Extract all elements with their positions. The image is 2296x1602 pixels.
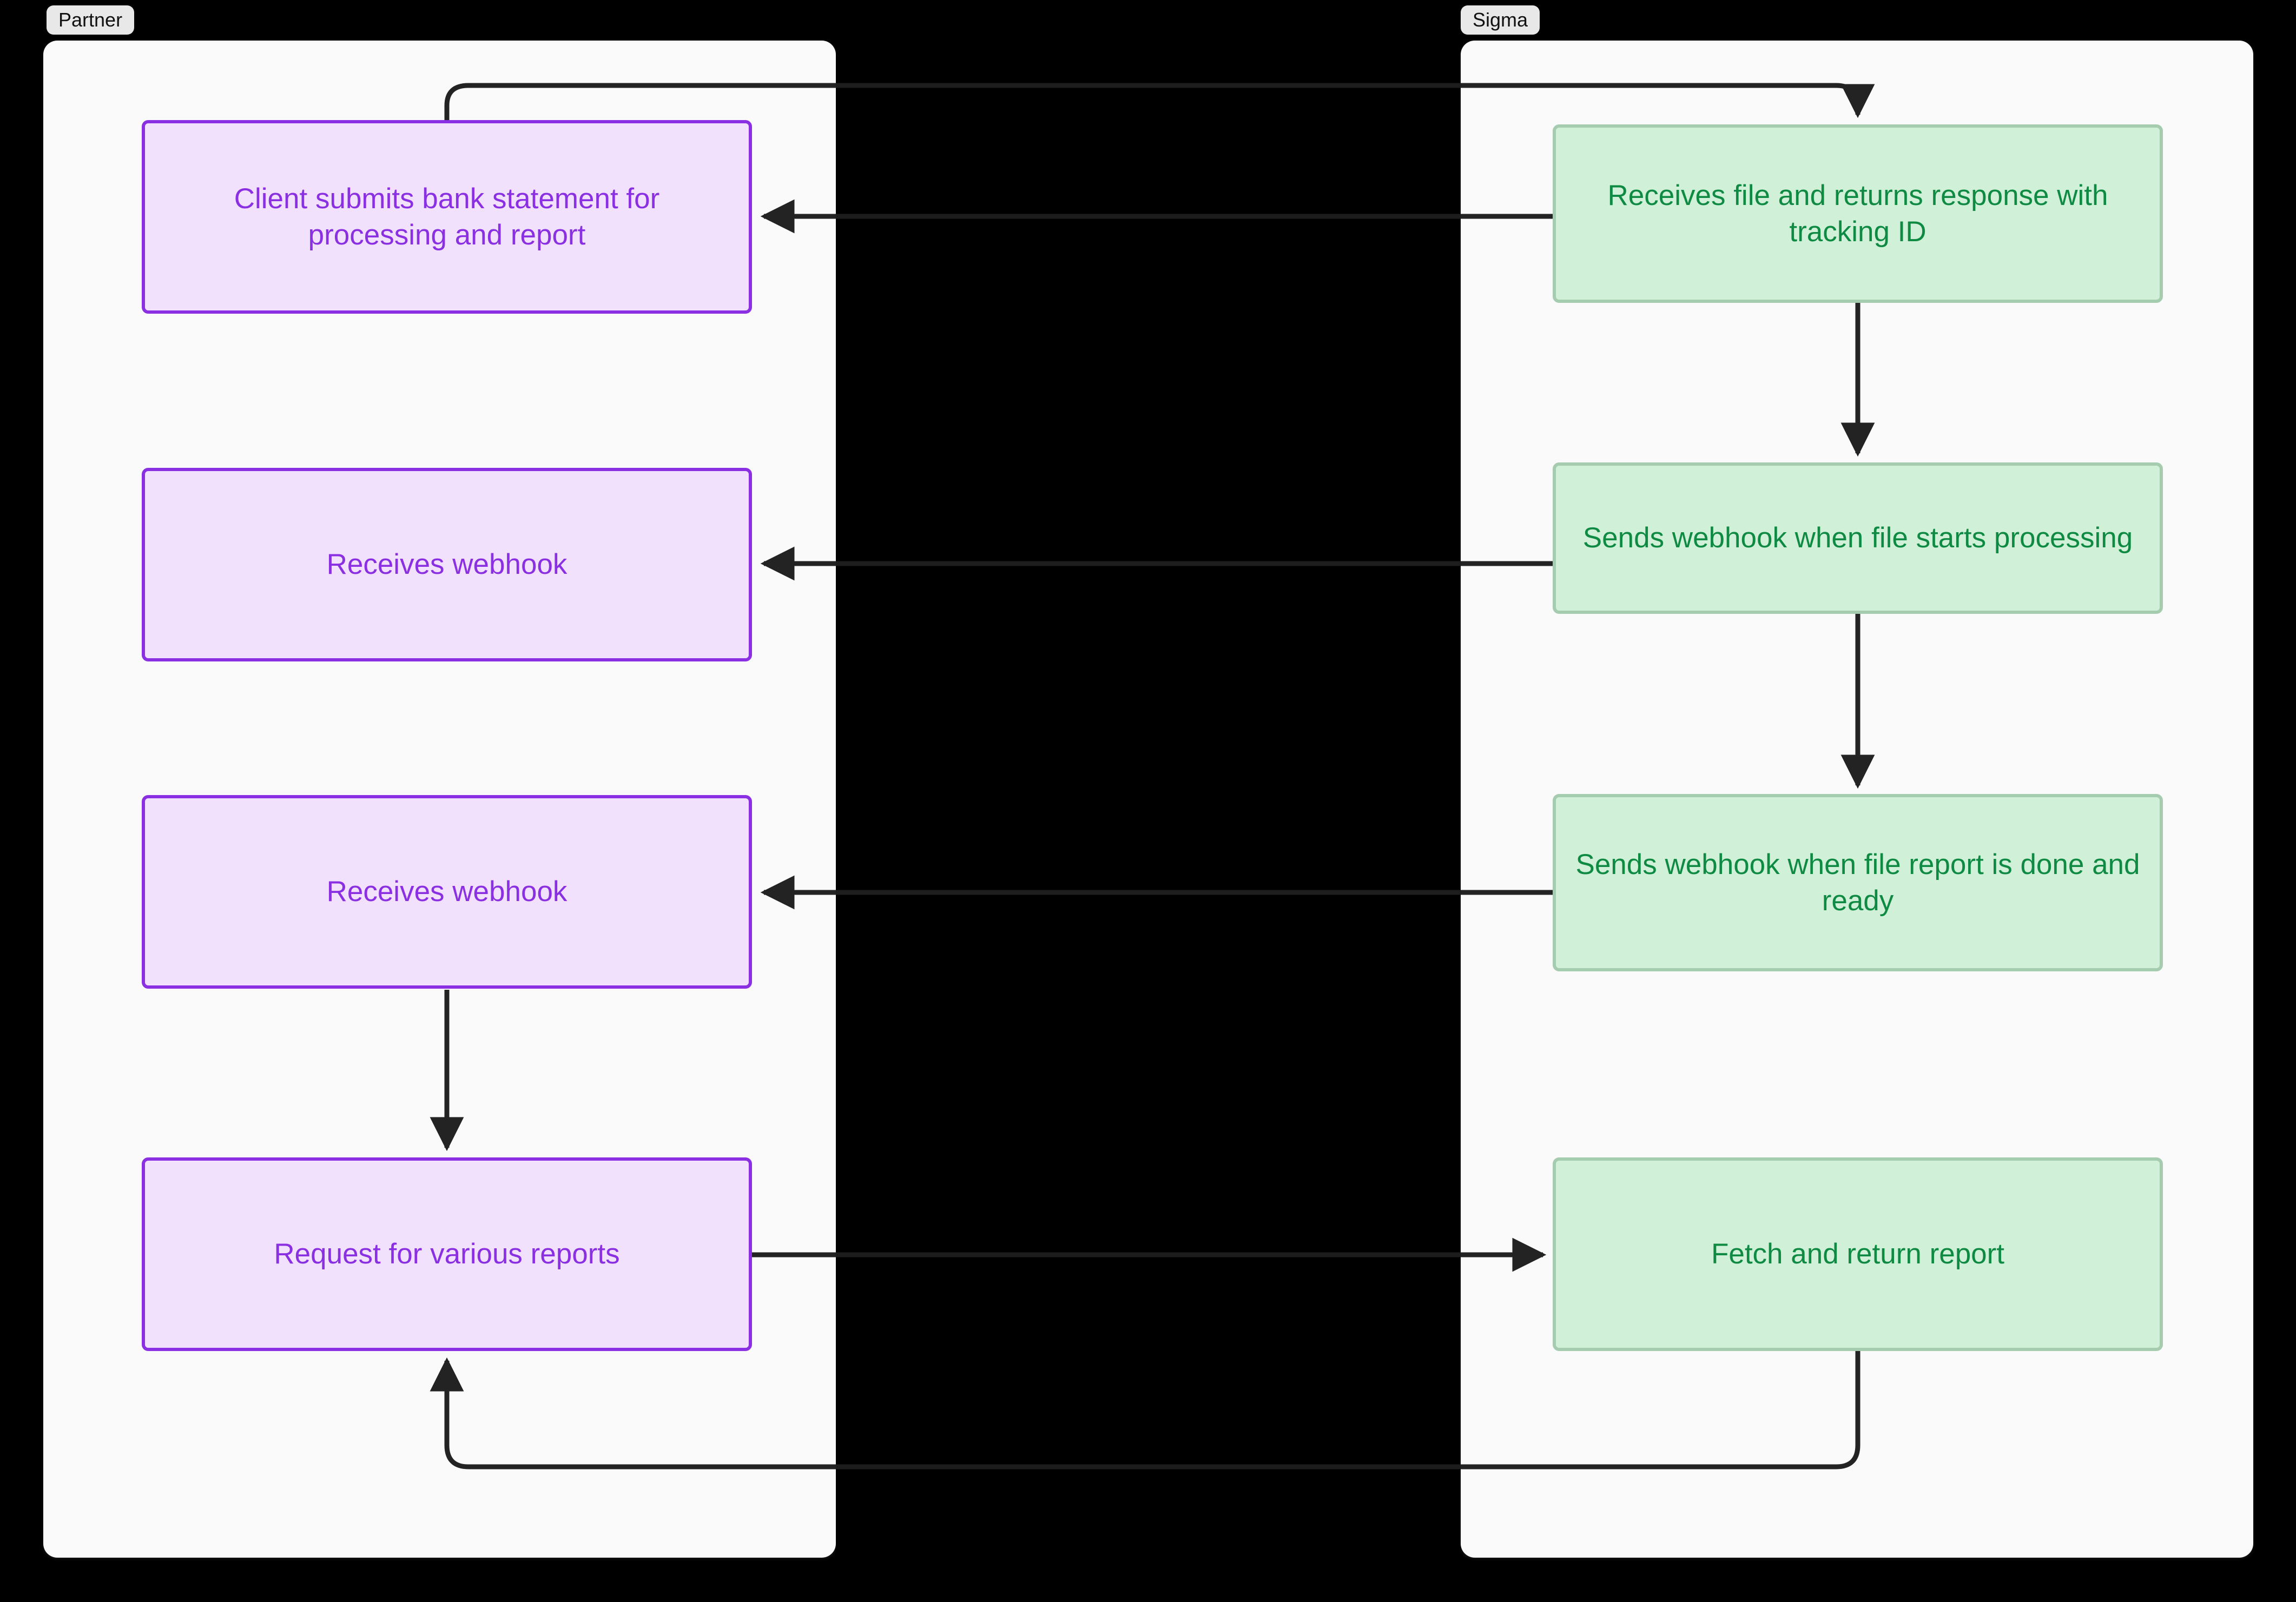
node-sends-webhook-file-starts-processing[interactable]: Sends webhook when file starts processin… <box>1553 462 2163 614</box>
node-label: Receives file and returns response with … <box>1607 179 2108 248</box>
node-client-submits-bank-statement[interactable]: Client submits bank statement for proces… <box>142 120 752 314</box>
node-receives-webhook-2[interactable]: Receives webhook <box>142 795 752 989</box>
node-label: Sends webhook when file report is done a… <box>1575 848 2140 917</box>
node-fetch-and-return-report[interactable]: Fetch and return report <box>1553 1157 2163 1351</box>
lane-gap-void <box>836 0 1461 1602</box>
node-label: Receives webhook <box>326 548 568 581</box>
node-receives-webhook-1[interactable]: Receives webhook <box>142 468 752 661</box>
lane-label-sigma: Sigma <box>1461 5 1540 35</box>
node-label: Fetch and return report <box>1711 1238 2005 1270</box>
node-receives-file-returns-tracking-id[interactable]: Receives file and returns response with … <box>1553 124 2163 303</box>
node-label: Client submits bank statement for proces… <box>234 182 660 251</box>
node-sends-webhook-file-report-done[interactable]: Sends webhook when file report is done a… <box>1553 794 2163 971</box>
node-label: Receives webhook <box>326 876 568 908</box>
node-label: Request for various reports <box>274 1238 620 1270</box>
node-label: Sends webhook when file starts processin… <box>1582 522 2133 554</box>
node-request-for-various-reports[interactable]: Request for various reports <box>142 1157 752 1351</box>
lane-label-partner: Partner <box>47 5 135 35</box>
